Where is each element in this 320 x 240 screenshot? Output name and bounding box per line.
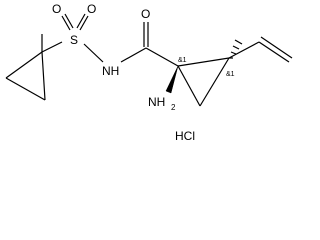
amine-subscript: 2 [171,103,176,112]
sulfonyl-oxygen-right: O [87,2,96,16]
s-o-right-bond-b [79,15,89,31]
vinyl-double-bond-a [258,41,290,63]
vinylcyclopropyl-group [177,36,293,107]
s-o-right-bond-a [76,13,86,29]
chemical-structure-diagram: O O S NH O &1 &1 NH 2 HCl [5,2,293,143]
stereo-label-vinyl: &1 [226,71,235,78]
n-to-carbonyl-bond [120,47,147,63]
amine-wedge-bond [165,65,179,94]
sulfonyl-oxygen-left: O [52,2,61,16]
amide-nitrogen: NH [102,64,119,78]
sulfonyl-group [61,13,104,63]
ring-bond-right [199,57,230,107]
s-o-left-bond-a [61,15,71,31]
vinyl-bond [228,41,260,59]
methylcyclopropyl-group [5,34,63,101]
ring-bond-left-top [5,51,43,79]
s-n-bond [83,43,104,63]
ring-bond-top [177,57,230,67]
ring-bond-left-right [41,51,46,101]
vinyl-hash-bond [229,39,243,59]
ring-bond-left [177,65,201,107]
amide-group [120,22,179,67]
quaternary-to-sulfur-bond [41,41,63,53]
s-o-left-bond-b [64,13,74,29]
stereo-label-quaternary: &1 [178,57,187,64]
salt-label: HCl [175,129,195,143]
ring-bond-left-bottom [5,77,46,101]
carbonyl-oxygen: O [141,7,150,21]
sulfur-atom: S [70,33,78,47]
vinyl-double-bond-b [260,36,293,59]
amine-group: NH [148,95,165,109]
carbonyl-to-center-bond [145,47,179,67]
